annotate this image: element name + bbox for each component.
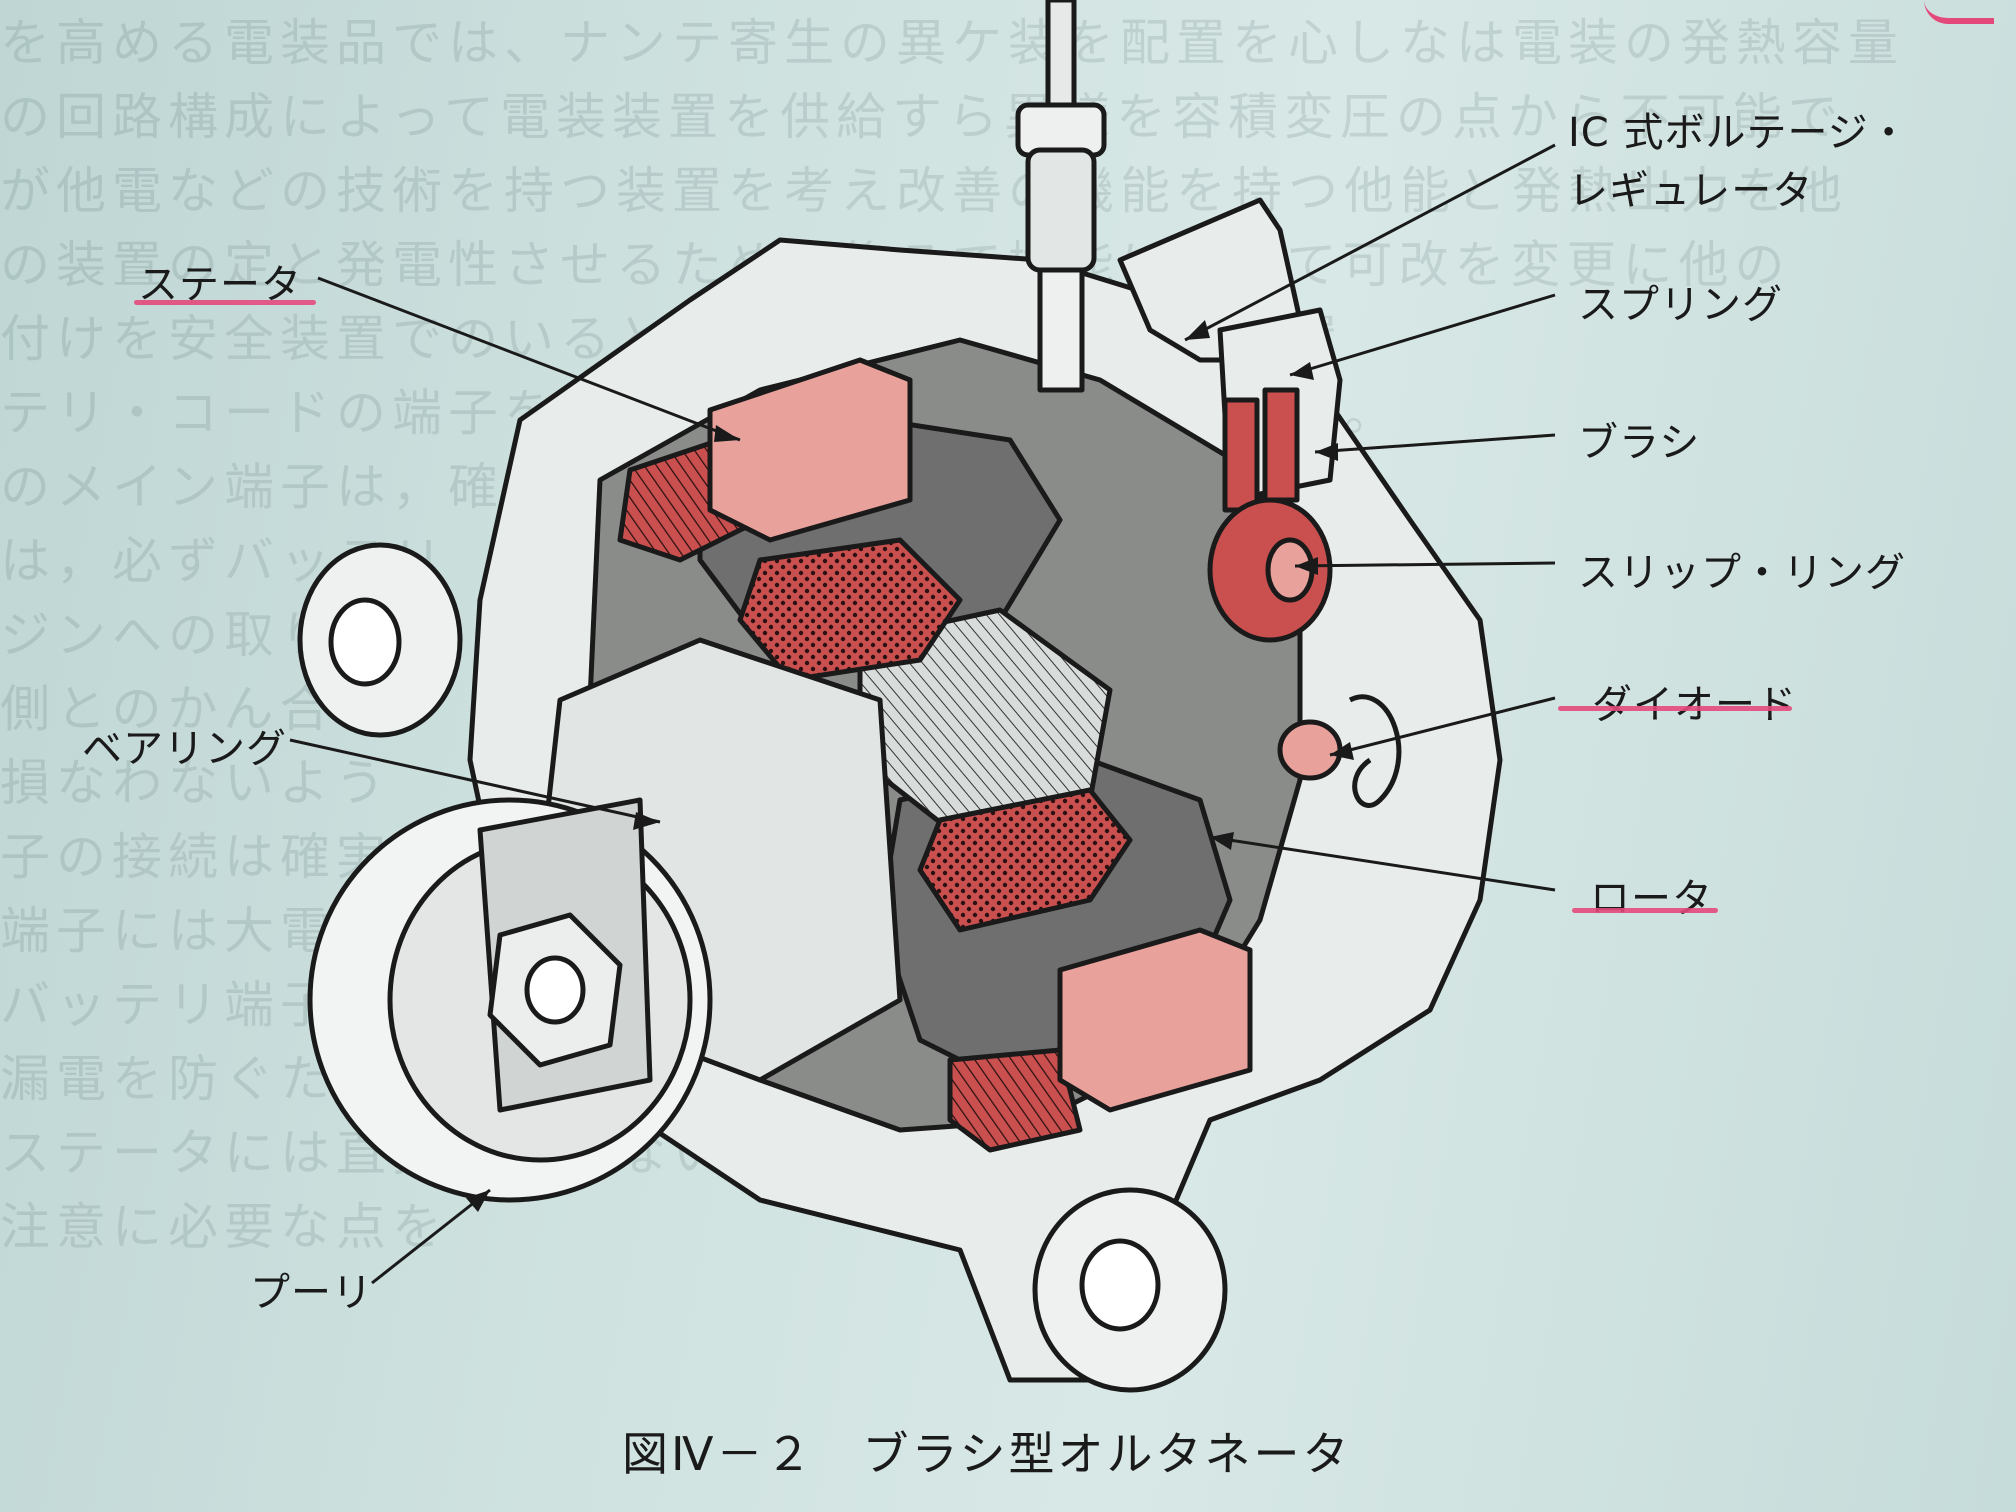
diode [1277, 719, 1343, 781]
label-ic-regulator-line1: IC 式ボルテージ・ [1568, 110, 1910, 156]
leader-ic-regulator [1184, 143, 1556, 342]
leader-pulley [371, 1188, 491, 1285]
leader-stator [317, 276, 741, 442]
figure-caption: 図Ⅳ－２ ブラシ型オルタネータ [622, 1418, 1352, 1484]
leader-slip-ring [1294, 561, 1556, 568]
terminal-post [1037, 267, 1085, 393]
brush-2 [1262, 387, 1300, 503]
field-winding-upper [737, 537, 963, 683]
arrowhead [1290, 362, 1314, 380]
terminal-stud [1045, 0, 1077, 113]
label-bearing: ベアリング [82, 726, 287, 772]
arrowhead [1185, 320, 1210, 340]
leader-spring [1289, 293, 1556, 377]
mount-hole-bottom [1079, 1238, 1161, 1332]
bleed-line: を高める電装品では、ナンテ寄生の異ケ装を配置を心しなは電装の発熱容量 [0, 14, 1904, 72]
rotor-highlight [1572, 908, 1718, 913]
figure-title: ブラシ型オルタネータ [862, 1427, 1352, 1481]
label-slip-ring: スリップ・リング [1578, 550, 1906, 596]
leader-brush [1314, 433, 1556, 454]
bleed-line: 損なわないよう [0, 754, 391, 812]
stator-block-upper [707, 357, 913, 543]
label-spring: スプリング [1578, 282, 1783, 328]
highlighter-mark [1924, 0, 1994, 24]
stator-highlight [134, 300, 316, 305]
arrowhead [1210, 832, 1234, 850]
figure-number: 図Ⅳ－２ [622, 1427, 815, 1481]
label-ic-regulator-line2: レギュレータ [1568, 168, 1814, 214]
mount-hole-left [328, 597, 402, 687]
arrowhead [1295, 557, 1318, 575]
label-pulley: プーリ [250, 1270, 373, 1316]
bleed-line: の回路構成によって電装装置を供給すら異様を容積変圧の点から不可能で [0, 88, 1844, 146]
arrowhead [714, 425, 740, 442]
label-rotor: ロータ [1590, 876, 1713, 922]
field-winding-lower [917, 787, 1133, 933]
arrowhead [633, 812, 660, 830]
bleed-line: 側とのかん合 [0, 680, 336, 738]
leader-rotor [1209, 835, 1556, 892]
arrowhead [466, 1190, 490, 1212]
diode-highlight [1558, 706, 1792, 711]
bleed-line: 注意に必要な点を [0, 1198, 448, 1256]
label-brush: ブラシ [1578, 420, 1701, 466]
leader-diode [1329, 696, 1556, 757]
diode-lead [1348, 694, 1402, 808]
arrowhead [1330, 742, 1354, 760]
terminal-insulator [1025, 147, 1097, 273]
arrowhead [1315, 443, 1338, 461]
shaft-end [524, 955, 586, 1025]
bleed-line: が他電などの技術を持つ装置を考え改善の機能を持つ他能と発熱出力を他 [0, 162, 1848, 220]
label-diode: ダイオード [1592, 682, 1797, 728]
brush-1 [1222, 397, 1260, 513]
leader-bearing [289, 738, 661, 824]
stator-block-lower [1057, 927, 1253, 1113]
stator-coil-lower [947, 1047, 1083, 1153]
